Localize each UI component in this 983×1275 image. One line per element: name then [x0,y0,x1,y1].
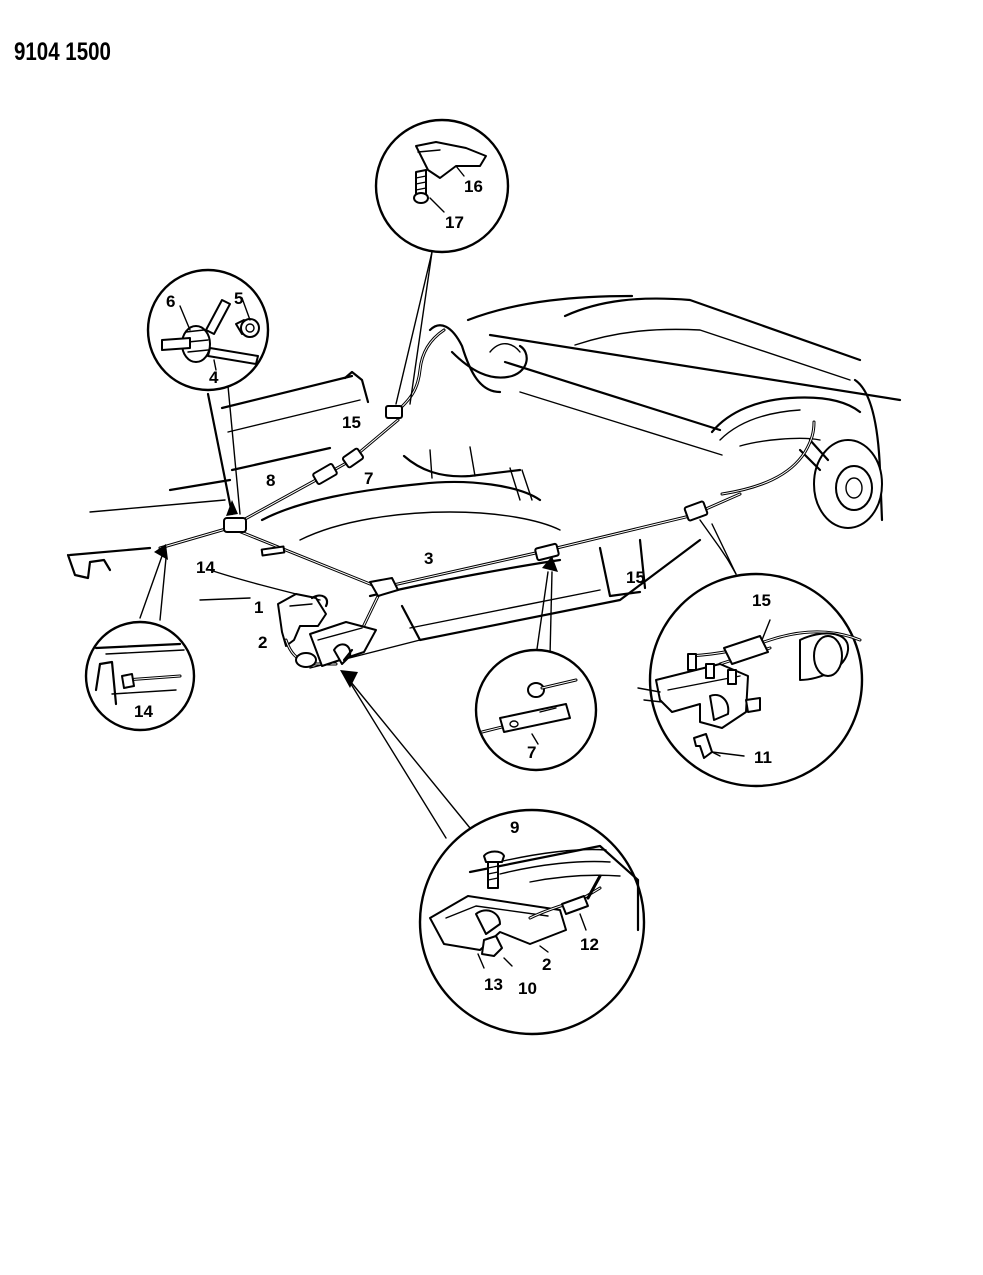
detail-circle-equalizer [146,268,270,392]
vehicle-floor-pan [66,294,902,669]
detail-circle-lever-mount [418,808,646,1036]
parking-brake-lever [277,593,377,668]
detail-circle-bracket [374,118,510,254]
callout-11: 11 [754,748,772,767]
callout-15-right-rear: 15 [626,568,645,587]
rear-flex-hose-left [385,328,446,419]
callout-1: 1 [254,598,263,617]
cable-connectors [223,447,709,597]
callout-16: 16 [464,177,483,196]
callout-7-detail: 7 [527,743,536,762]
diagram-title: 9104 1500 [14,38,111,66]
callout-10: 10 [518,979,537,998]
rear-flex-hose-right [720,420,816,496]
callout-6: 6 [166,292,175,311]
detail-circle-front-cable [84,620,196,732]
callout-13: 13 [484,975,503,994]
callout-14-cable: 14 [196,558,215,577]
brake-cables [158,418,742,652]
callout-15-left-rear: 15 [342,413,361,432]
callout-labels: 16 17 6 5 4 15 8 7 14 3 1 2 15 15 14 7 1… [134,177,772,998]
callout-3: 3 [424,549,433,568]
callout-5: 5 [234,289,243,308]
callout-14-detail: 14 [134,702,153,721]
callout-17: 17 [445,213,464,232]
callout-12: 12 [580,935,599,954]
rear-brake-drum [739,437,883,529]
detail-circle-rear-bracket [637,572,864,788]
callout-2-detail: 2 [542,955,551,974]
callout-2-lever: 2 [258,633,267,652]
detail-circle-connector [474,648,598,772]
callout-4: 4 [209,368,219,387]
callout-8: 8 [266,471,275,490]
leader-lines [139,251,737,839]
callout-7-cable: 7 [364,469,373,488]
callout-9: 9 [510,818,519,837]
callout-15-detail: 15 [752,591,771,610]
